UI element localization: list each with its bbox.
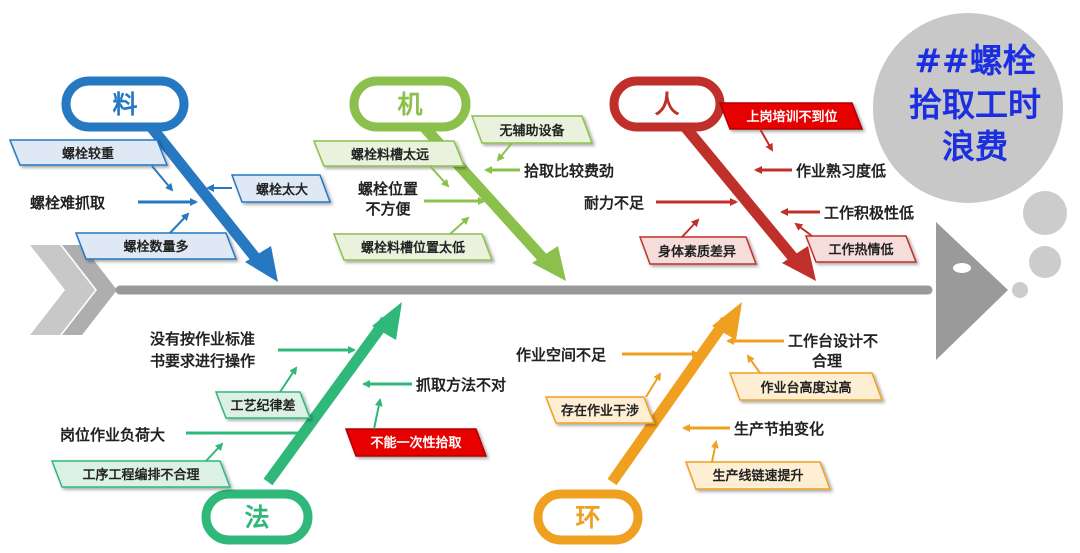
svg-text:螺栓料槽太远: 螺栓料槽太远 xyxy=(351,147,429,163)
cause-method-box1: 工艺纪律差 xyxy=(214,391,312,419)
bone-label-machine: 机 xyxy=(397,90,422,119)
cause-material-box3: 螺栓数量多 xyxy=(74,232,238,260)
bone-label-people: 人 xyxy=(654,90,679,119)
svg-text:螺栓较重: 螺栓较重 xyxy=(62,146,114,162)
problem-line-2: 拾取工时 xyxy=(909,85,1041,124)
bone-label-environment: 环 xyxy=(575,503,600,532)
svg-text:工序工程编排不合理: 工序工程编排不合理 xyxy=(82,467,199,483)
fish-tail xyxy=(30,245,117,335)
svg-text:螺栓数量多: 螺栓数量多 xyxy=(123,239,188,255)
bone-environment: 环 xyxy=(533,302,742,545)
bone-label-method: 法 xyxy=(244,503,269,532)
cause-material-box2: 螺栓太大 xyxy=(230,174,332,203)
cause-env-text2a: 工作台设计不 xyxy=(788,332,878,350)
cause-env-box3: 生产线链速提升 xyxy=(684,461,832,490)
cause-people-box3: 工作热情低 xyxy=(804,235,918,263)
cause-people-box2: 身体素质差异 xyxy=(638,236,758,265)
bone-method: 法 xyxy=(201,302,402,545)
bone-label-material: 料 xyxy=(112,90,137,119)
cause-env-text3: 生产节拍变化 xyxy=(734,420,824,438)
cause-method-text1b: 书要求进行操作 xyxy=(150,352,255,370)
problem-circle: ##螺栓 拾取工时 浪费 xyxy=(873,13,1063,203)
cause-env-text1: 作业空间不足 xyxy=(516,346,607,364)
cause-env-box2: 作业台高度过高 xyxy=(728,372,884,401)
problem-line-1: ##螺栓 xyxy=(914,41,1035,80)
cause-method-box2: 不能一次性拾取 xyxy=(344,428,488,457)
problem-line-3: 浪费 xyxy=(942,127,1008,166)
bone-material: 料 xyxy=(61,76,278,282)
svg-text:工作热情低: 工作热情低 xyxy=(828,242,893,258)
cause-env-box1: 存在作业干涉 xyxy=(544,396,656,424)
cause-machine-text1: 拾取比较费劲 xyxy=(524,162,614,180)
cause-machine-text2b: 不方便 xyxy=(365,200,411,218)
cause-people-text2: 耐力不足 xyxy=(584,194,645,212)
cause-machine-box3: 螺栓料槽位置太低 xyxy=(332,233,494,261)
svg-text:螺栓料槽位置太低: 螺栓料槽位置太低 xyxy=(361,240,465,256)
svg-text:作业台高度过高: 作业台高度过高 xyxy=(760,380,851,396)
svg-text:螺栓太大: 螺栓太大 xyxy=(256,182,308,198)
cause-env-text2b: 合理 xyxy=(811,352,842,370)
cause-machine-box2: 无辅助设备 xyxy=(470,115,594,144)
svg-text:身体素质差异: 身体素质差异 xyxy=(658,244,736,260)
cause-people-box1: 上岗培训不到位 xyxy=(718,102,864,130)
cause-machine-box1: 螺栓料槽太远 xyxy=(312,140,466,167)
cause-people-text3: 工作积极性低 xyxy=(824,204,914,222)
cause-people-text1: 作业熟习度低 xyxy=(796,162,886,180)
svg-text:上岗培训不到位: 上岗培训不到位 xyxy=(746,109,837,125)
cause-material-text1: 螺栓难抓取 xyxy=(30,194,106,212)
cause-method-text2: 抓取方法不对 xyxy=(416,376,506,394)
cause-method-text1a: 没有按作业标准 xyxy=(150,330,255,348)
cause-machine-text2a: 螺栓位置 xyxy=(358,180,418,198)
svg-text:无辅助设备: 无辅助设备 xyxy=(498,123,565,139)
svg-text:不能一次性拾取: 不能一次性拾取 xyxy=(370,435,462,451)
bubble xyxy=(1012,282,1028,298)
svg-text:存在作业干涉: 存在作业干涉 xyxy=(561,403,639,419)
svg-text:生产线链速提升: 生产线链速提升 xyxy=(712,468,803,484)
fish-head xyxy=(936,222,1008,360)
bubble xyxy=(1023,191,1067,235)
svg-text:工艺纪律差: 工艺纪律差 xyxy=(230,398,295,414)
cause-material-box1: 螺栓较重 xyxy=(8,139,169,166)
cause-method-text3: 岗位作业负荷大 xyxy=(60,426,165,444)
cause-method-box3: 工序工程编排不合理 xyxy=(50,460,232,488)
bubble xyxy=(1029,246,1061,278)
